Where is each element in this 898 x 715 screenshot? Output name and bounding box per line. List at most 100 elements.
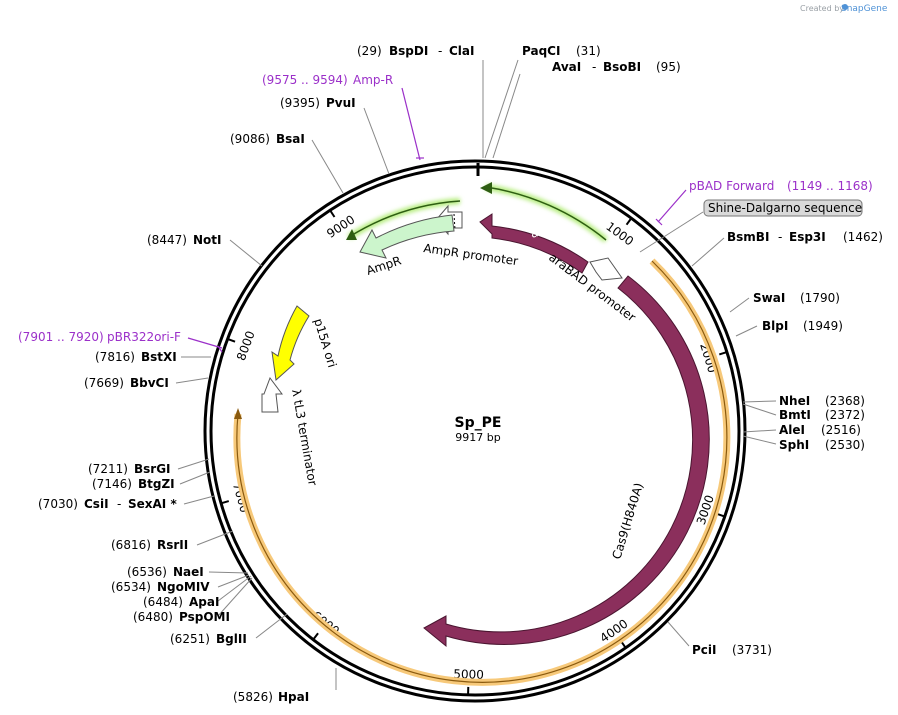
site-ngomiv-enz: NgoMIV xyxy=(157,580,210,594)
site-csii-sep: - xyxy=(117,497,121,511)
primer-pbad-name: pBAD Forward xyxy=(689,179,774,193)
site-bsmbi-sep: - xyxy=(778,230,782,244)
site-naei-enz: NaeI xyxy=(173,565,204,579)
site-hpai-enz: HpaI xyxy=(278,690,309,704)
site-csii-num: (7030) xyxy=(38,497,78,511)
site-avai-sep: - xyxy=(592,60,596,74)
site-paqci-enz: PaqCI xyxy=(522,44,560,58)
primer-ampr-name: Amp-R xyxy=(353,73,393,87)
site-bmti-num: (2372) xyxy=(825,408,865,422)
tick-mark xyxy=(625,217,633,226)
site-bspdi-enz: BspDI xyxy=(389,44,428,58)
site-apai-enz: ApaI xyxy=(189,595,219,609)
site-bspdi-num: (29) xyxy=(357,44,382,58)
site-pvui-enz: PvuI xyxy=(326,96,356,110)
site-avai-enz: AvaI xyxy=(552,60,581,74)
site-blpi-enz: BlpI xyxy=(762,319,788,333)
primer-pbr322-name: pBR322ori-F xyxy=(107,330,181,344)
shine-dalgarno-leader xyxy=(639,211,704,253)
primer-pbad-range: (1149 .. 1168) xyxy=(787,179,873,193)
plasmid-size: 9917 bp xyxy=(455,431,500,444)
site-bsai-enz: BsaI xyxy=(276,132,305,146)
site-bsrgi-num: (7211) xyxy=(88,462,128,476)
site-pcii-enz: PciI xyxy=(692,643,717,657)
site-btgzi-enz: BtgZI xyxy=(138,477,175,491)
site-bsmbi-enz: BsmBI xyxy=(727,230,769,244)
site-hpai-num: (5826) xyxy=(233,690,273,704)
shine-dalgarno-box xyxy=(703,199,863,217)
shine-dalgarno-label: Shine-Dalgarno sequence xyxy=(708,201,862,215)
tick-mark xyxy=(227,337,236,343)
site-pvui-num: (9395) xyxy=(280,96,320,110)
ampr-break-mark xyxy=(453,213,456,231)
site-apai-num: (6484) xyxy=(143,595,183,609)
arac-label: araC xyxy=(529,219,560,241)
orange-band-line xyxy=(236,260,728,683)
site-pspomi-enz: PspOMI xyxy=(179,610,230,624)
site-swai-enz: SwaI xyxy=(753,291,785,305)
tick-label: 8000 xyxy=(234,329,258,363)
site-btgzi-num: (7146) xyxy=(92,477,132,491)
green-band-left-arrowhead xyxy=(346,229,357,240)
green-band-right xyxy=(485,186,607,241)
tick-mark xyxy=(718,351,728,356)
backbone-inner xyxy=(209,165,741,697)
site-bspdi-sep: - xyxy=(438,44,442,58)
site-bglii-num: (6251) xyxy=(170,632,210,646)
site-paqci-num: (31) xyxy=(576,44,601,58)
site-blpi-num: (1949) xyxy=(803,319,843,333)
site-avai-num: (95) xyxy=(656,60,681,74)
tick-mark xyxy=(220,500,230,505)
green-band-right-arrowhead xyxy=(480,182,492,194)
cas9-arrow xyxy=(423,275,710,648)
site-ngomiv-num: (6534) xyxy=(111,580,151,594)
cas9-break-mark xyxy=(613,571,625,581)
primer-pbr322-range: (7901 .. 7920) xyxy=(18,330,104,344)
p15a-ori-label: p15A ori xyxy=(311,317,339,369)
tick-label: 1000 xyxy=(603,219,636,248)
credit-brand: SnapGene xyxy=(841,4,888,14)
backbone-outer xyxy=(203,159,747,703)
snapgene-logo-icon xyxy=(842,4,848,10)
arabad-promoter-arrow xyxy=(589,257,623,281)
site-bsmbi-num: (1462) xyxy=(843,230,883,244)
site-rsrii-num: (6816) xyxy=(111,538,151,552)
primer-ampr-range: (9575 .. 9594) xyxy=(262,73,348,87)
site-leader-lines xyxy=(175,59,777,690)
site-sphi-enz: SphI xyxy=(779,438,809,452)
ampr-promoter-label: AmpR promoter xyxy=(423,241,519,268)
site-bsai-num: (9086) xyxy=(230,132,270,146)
site-rsrii-enz: RsrII xyxy=(157,538,188,552)
site-csii-enz: CsiI xyxy=(84,497,109,511)
site-noti-enz: NotI xyxy=(193,233,222,247)
site-noti-num: (8447) xyxy=(147,233,187,247)
site-swai-num: (1790) xyxy=(800,291,840,305)
site-bstxi-enz: BstXI xyxy=(141,350,177,364)
site-sexai-enz: SexAI * xyxy=(128,497,177,511)
cas9-label: Cas9(H840A) xyxy=(609,481,646,561)
site-nhei-num: (2368) xyxy=(825,394,865,408)
site-bmti-enz: BmtI xyxy=(779,408,811,422)
green-band-left xyxy=(348,200,461,238)
site-esp3i-enz: Esp3I xyxy=(789,230,826,244)
orange-band-arrowhead xyxy=(234,408,242,419)
tick-mark xyxy=(312,632,319,641)
site-bsobi-enz: BsoBI xyxy=(603,60,641,74)
tl3-terminator-label: λ tL3 terminator xyxy=(289,388,320,487)
primer-leader-lines xyxy=(187,87,687,353)
arac-arrow xyxy=(479,213,589,274)
site-alei-num: (2516) xyxy=(821,423,861,437)
site-bbvci-num: (7669) xyxy=(84,376,124,390)
site-bbvci-enz: BbvCI xyxy=(130,376,169,390)
site-alei-enz: AleI xyxy=(779,423,805,437)
site-nhei-enz: NheI xyxy=(779,394,810,408)
p15a-ori-arrow xyxy=(271,305,310,381)
site-bglii-enz: BglII xyxy=(216,632,247,646)
tl3-terminator-arrow xyxy=(261,376,283,413)
plasmid-name: Sp_PE xyxy=(455,415,502,431)
site-bstxi-num: (7816) xyxy=(95,350,135,364)
site-clai-enz: ClaI xyxy=(449,44,474,58)
credit-prefix: Created by xyxy=(800,4,844,13)
ampr-arrow xyxy=(359,214,455,259)
